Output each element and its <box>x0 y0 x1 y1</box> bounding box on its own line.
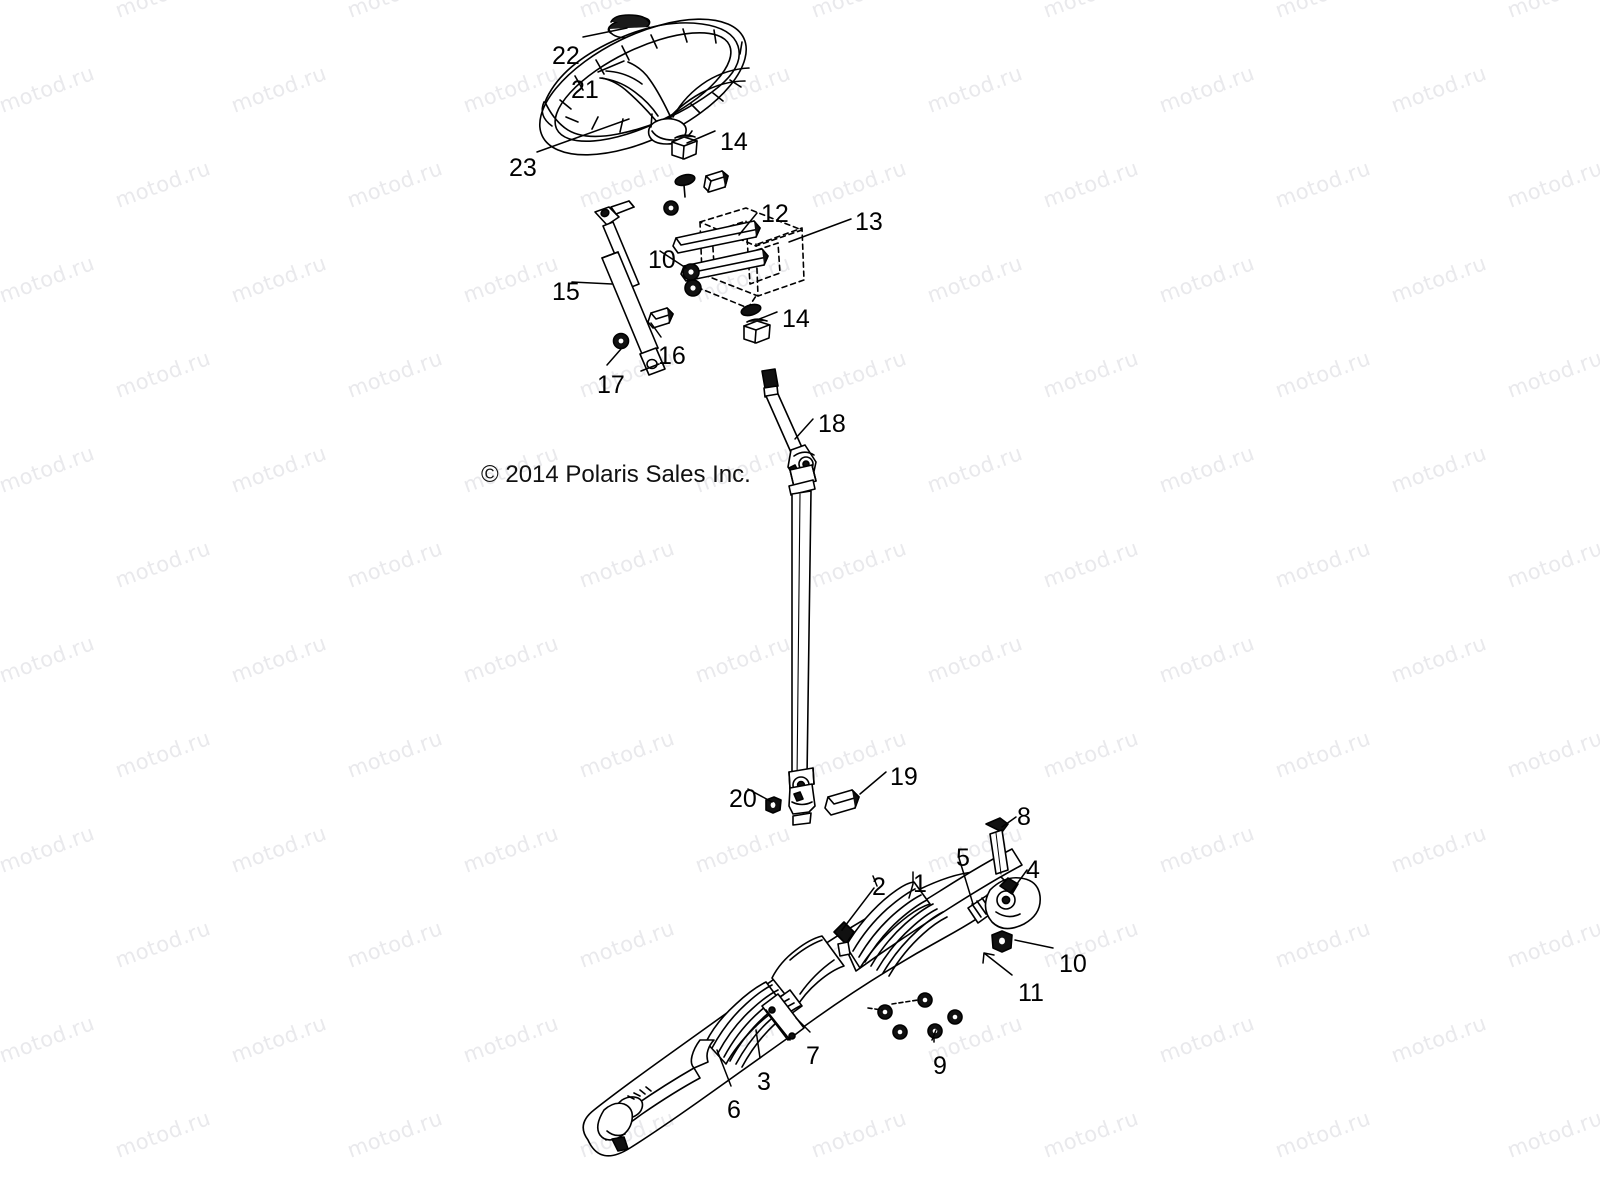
column-bushing-upper-art <box>671 134 698 160</box>
bracket-small-hardware-art <box>663 170 729 216</box>
rack-boot-left-art <box>705 981 801 1068</box>
tie-rod-end-right-art <box>984 876 1041 930</box>
callout-u-joint-bolt: 19 <box>890 763 918 791</box>
callout-u-joint-nut: 20 <box>729 785 757 813</box>
callout-wheel-center-cap: 22 <box>552 42 580 70</box>
callout-bracket-nut: 10 <box>648 246 676 274</box>
copyright-notice: © 2014 Polaris Sales Inc. <box>481 461 751 488</box>
callout-tie-rod-boot-right: 5 <box>956 844 970 872</box>
callout-rack-boot-right: 2 <box>872 873 886 901</box>
callout-strut-pivot-bolt: 16 <box>658 342 686 370</box>
callout-fastener-set: 9 <box>933 1052 947 1080</box>
leader-lines <box>536 27 1054 1087</box>
lock-nut-right-art <box>991 930 1013 953</box>
upper-steering-shaft-art <box>761 368 817 496</box>
steering-wheel-art <box>538 18 750 156</box>
callout-column-bushing-upper: 14 <box>720 128 748 156</box>
callout-tie-rod-bolt: 8 <box>1017 803 1031 831</box>
callout-column-mount-bracket: 12 <box>761 200 789 228</box>
callout-upper-steering-shaft: 18 <box>818 410 846 438</box>
callout-tie-rod-assembly: 1 <box>913 870 927 898</box>
rack-boot-right-art <box>845 881 948 977</box>
callout-column-bushing-lower: 14 <box>782 305 810 333</box>
strut-pivot-bolt-art <box>647 307 674 329</box>
strut-pivot-nut-art <box>612 332 630 350</box>
fastener-set-art <box>867 992 963 1040</box>
lower-u-joint-art <box>788 767 816 826</box>
column-bushing-lower-art <box>740 303 771 344</box>
callout-steering-wheel: 23 <box>509 154 537 182</box>
tie-rod-end-left-art <box>596 1086 652 1152</box>
callout-rack-boot-left: 3 <box>757 1068 771 1096</box>
rack-mount-clamp-art <box>761 993 805 1041</box>
rack-housing-art <box>771 921 855 1017</box>
callout-rack-mount-clamp: 7 <box>806 1042 820 1070</box>
callout-strut-pivot-nut: 17 <box>597 371 625 399</box>
u-joint-bolt-art <box>824 789 860 816</box>
callout-lock-nut: 10 <box>1059 950 1087 978</box>
tie-rod-bolt-art <box>985 817 1009 875</box>
callout-wheel-nut: 21 <box>571 76 599 104</box>
callout-tilt-gas-strut: 15 <box>552 278 580 306</box>
callout-inner-tie-rod-left: 6 <box>727 1096 741 1124</box>
callout-bracket-bolt: 13 <box>855 208 883 236</box>
callout-reference-arrow: 11 <box>1018 979 1044 1007</box>
callout-tie-rod-end-right: 4 <box>1026 856 1040 884</box>
tilt-gas-strut-art <box>594 200 666 376</box>
bracket-nut-art <box>682 263 702 297</box>
